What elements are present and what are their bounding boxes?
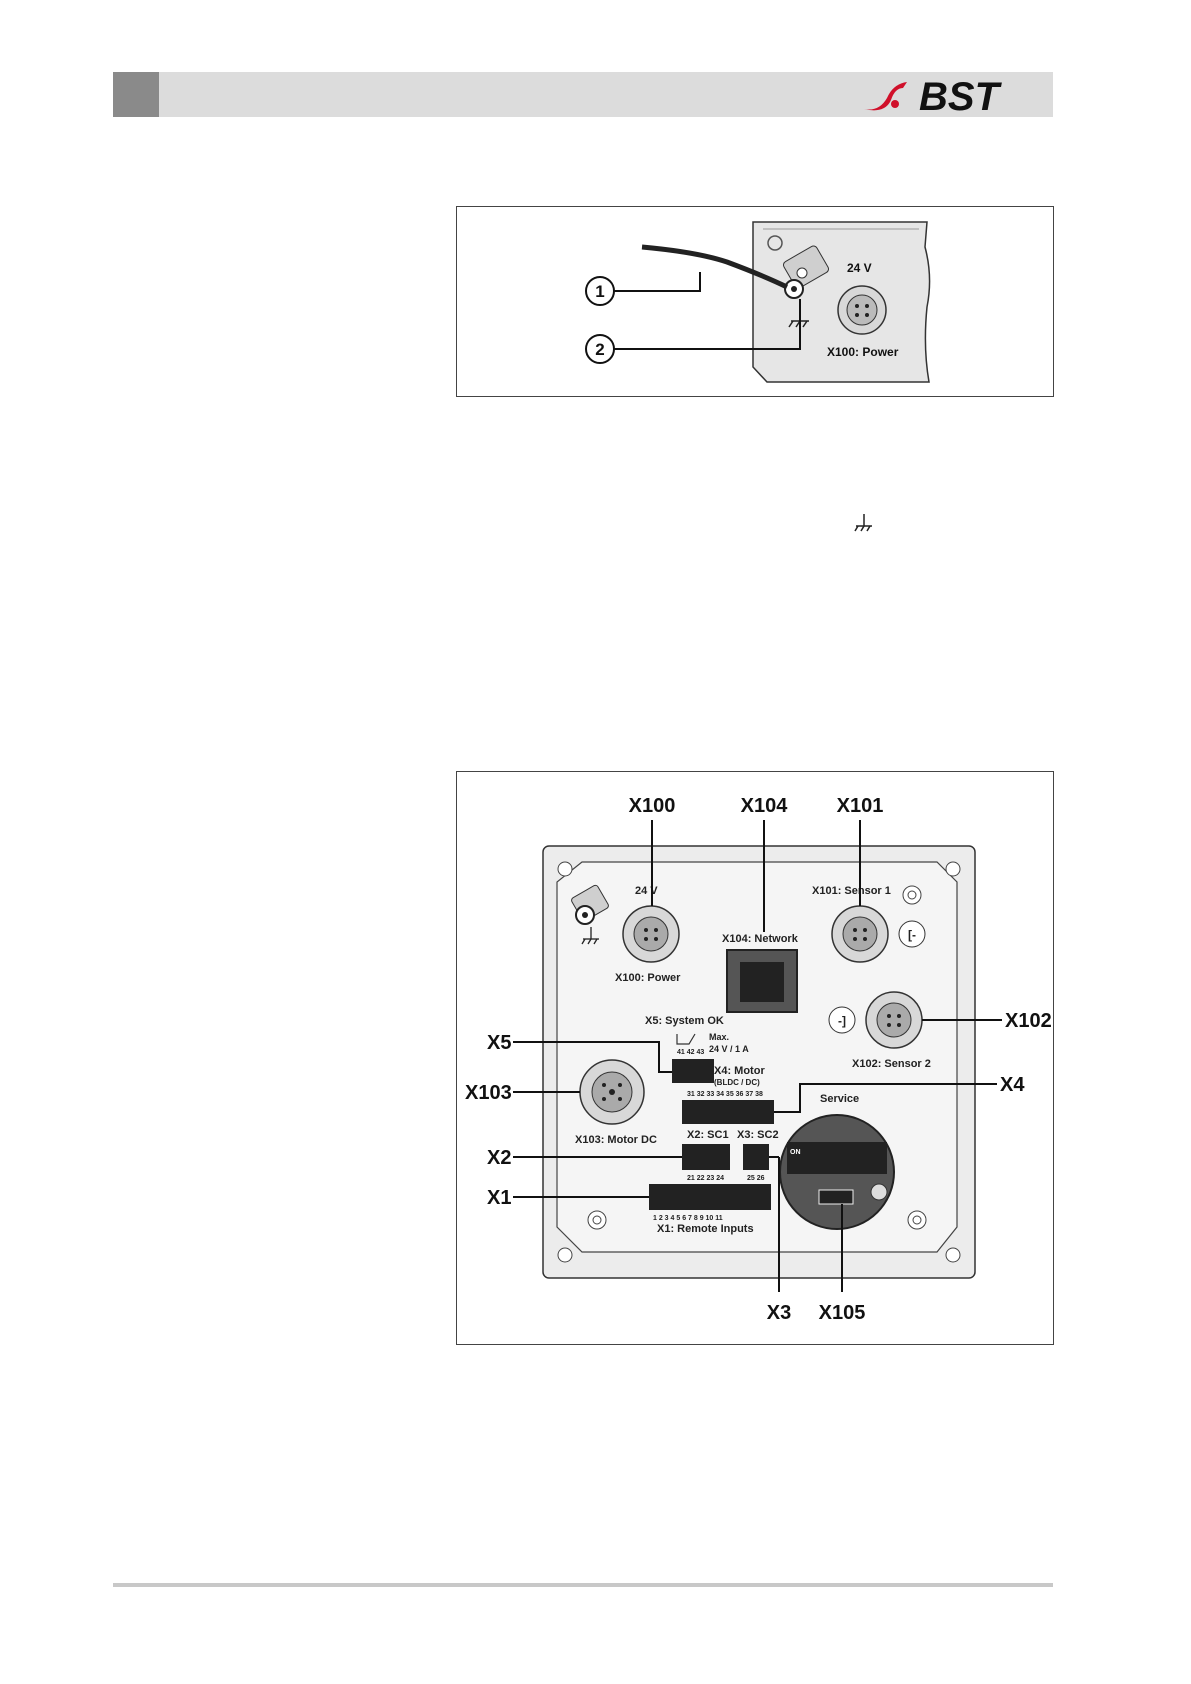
- figure-connector-overview: 24 V X100: Power X104: Network X101: Sen…: [456, 771, 1054, 1345]
- max-label: Max.: [709, 1032, 729, 1042]
- ground-symbol-fig2: [581, 927, 599, 945]
- x3-pins: 25 26: [747, 1175, 765, 1182]
- x2-terminal: [682, 1144, 730, 1170]
- max-rating: 24 V / 1 A: [709, 1044, 749, 1054]
- x105-service-port: [818, 1189, 854, 1205]
- ground-cable: [641, 244, 789, 290]
- callout-x4: X4: [1000, 1074, 1025, 1096]
- callout-x1: X1: [487, 1187, 511, 1209]
- callout-x100: X100: [629, 795, 676, 817]
- callout-x101: X101: [837, 795, 884, 817]
- figure-grounding-connection: 24 V X100: Power 1 2: [456, 206, 1054, 397]
- dip-on-label: ON: [790, 1149, 801, 1156]
- ground-lug: [783, 245, 829, 289]
- svg-text:-]: -]: [838, 1014, 846, 1028]
- x1-pins: 1 2 3 4 5 6 7 8 9 10 11: [653, 1215, 723, 1222]
- logo-swoosh: [864, 82, 907, 111]
- x102-sensor2-label: X102: Sensor 2: [852, 1058, 931, 1070]
- sensor1-symbol: [898, 920, 926, 948]
- callout-x104: X104: [741, 795, 789, 817]
- x3-terminal: [743, 1144, 769, 1170]
- sensor2-symbol: [828, 1006, 856, 1034]
- x4-motor-sub: (BLDC / DC): [714, 1078, 760, 1087]
- voltage-label: 24 V: [847, 261, 872, 275]
- ground-icon: [854, 514, 872, 532]
- x4-terminal: [682, 1100, 774, 1124]
- x100-power-label: X100: Power: [615, 972, 681, 984]
- x4-motor-label: X4: Motor: [714, 1065, 765, 1077]
- corner-screw: [557, 861, 573, 877]
- x5-pins: 41 42 43: [677, 1049, 704, 1056]
- x104-network-label: X104: Network: [722, 933, 799, 945]
- callout-x3: X3: [767, 1302, 791, 1324]
- x100-voltage-label: 24 V: [635, 885, 658, 897]
- callout-x103: X103: [465, 1082, 512, 1104]
- callout-2-label: 2: [595, 340, 604, 359]
- x2-pins: 21 22 23 24: [687, 1175, 724, 1182]
- dip-switch-block: [787, 1142, 887, 1174]
- service-label: Service: [820, 1093, 859, 1105]
- panel-screw: [902, 885, 922, 905]
- x5-system-ok-label: X5: System OK: [645, 1015, 724, 1027]
- callout-x5: X5: [487, 1032, 511, 1054]
- corner-screw: [945, 861, 961, 877]
- callout-x2: X2: [487, 1147, 511, 1169]
- x103-motor-dc-label: X103: Motor DC: [575, 1134, 657, 1146]
- corner-screw: [945, 1247, 961, 1263]
- x101-sensor1-label: X101: Sensor 1: [812, 885, 891, 897]
- callout-x105: X105: [819, 1302, 866, 1324]
- x5-terminal: [672, 1059, 714, 1083]
- callout-x102: X102: [1005, 1010, 1052, 1032]
- logo-dot: [891, 100, 899, 108]
- logo-text: BST: [919, 76, 1003, 114]
- chapter-marker: [113, 72, 159, 117]
- x2-sc1-label: X2: SC1: [687, 1129, 729, 1141]
- x3-sc2-label: X3: SC2: [737, 1129, 779, 1141]
- panel-screw: [587, 1210, 607, 1230]
- connector-label: X100: Power: [827, 345, 899, 359]
- svg-text:[-: [-: [908, 928, 916, 942]
- x1-terminal: [649, 1184, 771, 1210]
- callout-1-label: 1: [595, 282, 604, 301]
- panel-screw: [907, 1210, 927, 1230]
- bst-logo: BST: [864, 76, 1003, 114]
- x4-pins: 31 32 33 34 35 36 37 38: [687, 1091, 763, 1098]
- footer-rule: [113, 1583, 1053, 1587]
- housing-screw: [767, 235, 783, 251]
- x1-remote-label: X1: Remote Inputs: [657, 1223, 754, 1235]
- corner-screw: [557, 1247, 573, 1263]
- page-header-bar: BST: [113, 72, 1053, 117]
